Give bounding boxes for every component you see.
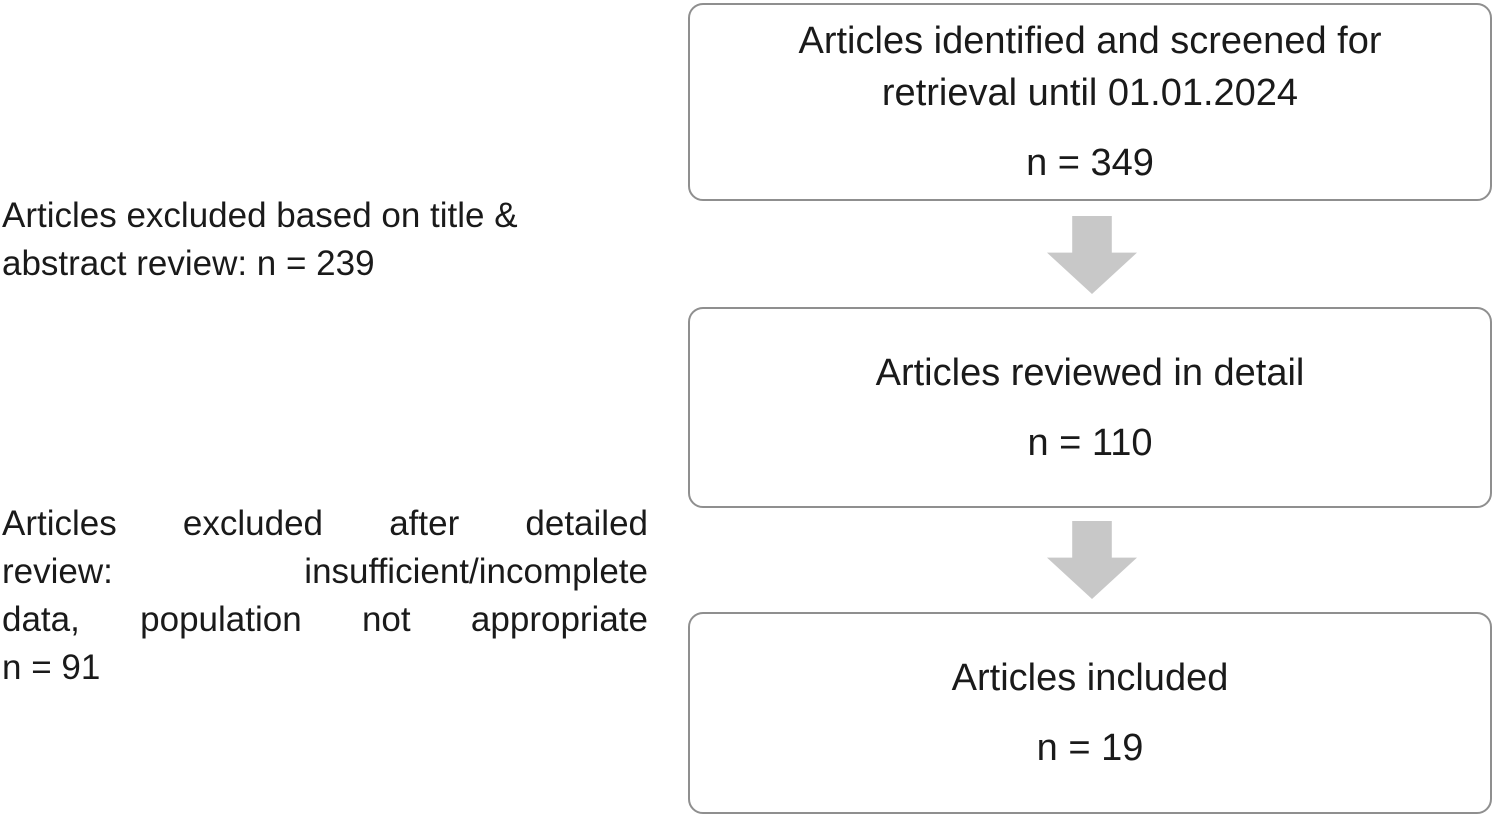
side-note-line: abstract review: n = 239 [2, 244, 375, 283]
box-reviewed-title: Articles reviewed in detail [876, 347, 1305, 399]
flow-box-identified: Articles identified and screened for ret… [688, 3, 1492, 201]
side-note-line: n = 91 [2, 648, 101, 687]
side-note-line: data, population not appropriate [2, 600, 648, 639]
side-note-excluded-detailed: Articles excluded after detailed review:… [2, 500, 648, 692]
side-note-line: review: insufficient/incomplete [2, 552, 648, 591]
side-note-line: Articles excluded after detailed [2, 504, 648, 543]
down-arrow-icon [1047, 216, 1137, 294]
box-included-title-line-1: Articles included [951, 657, 1229, 699]
side-note-excluded-title-abstract: Articles excluded based on title & abstr… [2, 192, 648, 288]
box-identified-count: n = 349 [1026, 142, 1154, 184]
flow-box-included: Articles included n = 19 [688, 612, 1492, 814]
box-included-title: Articles included [952, 652, 1229, 704]
box-included-count: n = 19 [1036, 727, 1144, 769]
flow-box-reviewed: Articles reviewed in detail n = 110 [688, 307, 1492, 508]
box-reviewed-count: n = 110 [1027, 421, 1153, 464]
box-identified-title: Articles identified and screened for ret… [799, 15, 1382, 119]
box-identified-title-line-1: Articles identified and screened for [798, 20, 1382, 62]
side-note-line: Articles excluded based on title & [2, 196, 518, 235]
box-identified-title-line-2: retrieval until 01.01.2024 [881, 72, 1299, 114]
box-reviewed-title-line-1: Articles reviewed in detail [875, 351, 1305, 394]
down-arrow-icon [1047, 521, 1137, 599]
